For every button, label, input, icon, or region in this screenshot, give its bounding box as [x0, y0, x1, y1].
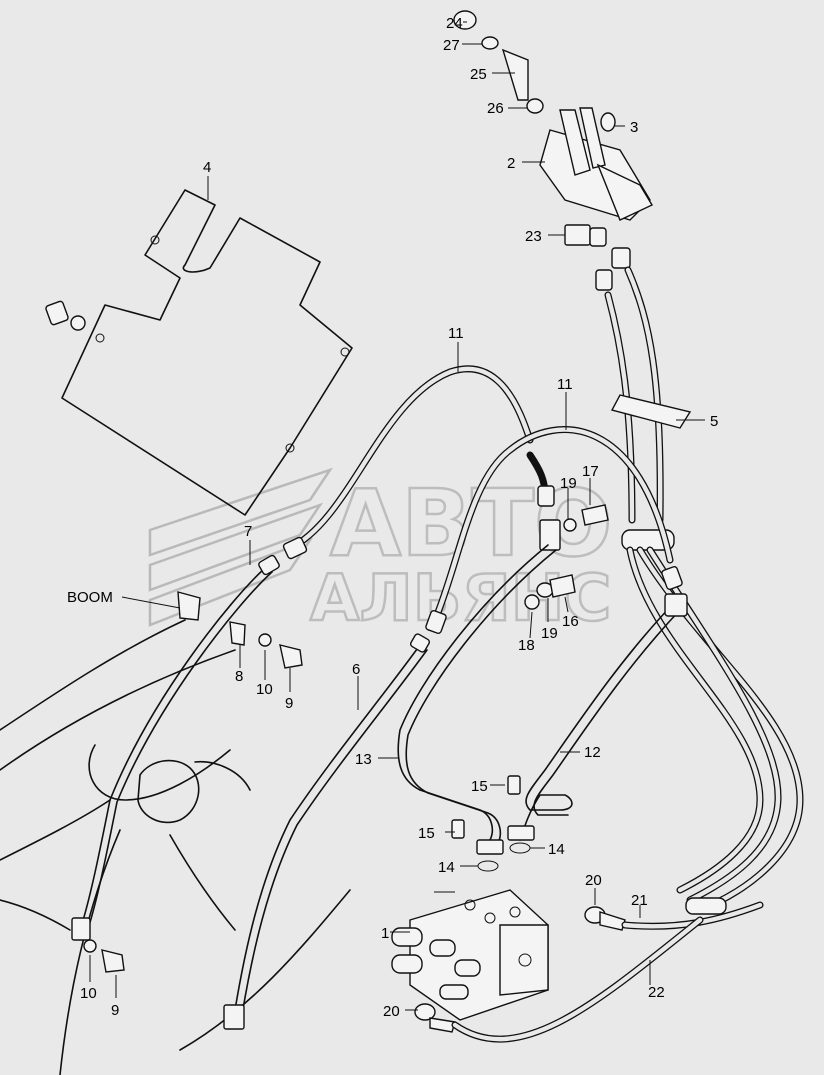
nut: [481, 36, 499, 50]
label-1: 1: [381, 925, 389, 942]
label-4: 4: [203, 159, 211, 176]
watermark-line2: АЛЬЯНС: [310, 562, 611, 636]
label-9-top: 9: [285, 695, 293, 712]
label-22: 22: [648, 984, 665, 1001]
label-8: 8: [235, 668, 243, 685]
hoses-11: [282, 365, 683, 634]
center-fittings: [524, 504, 609, 610]
label-10-bottom: 10: [80, 985, 97, 1002]
label-14-left: 14: [438, 859, 455, 876]
label-24: 24: [446, 15, 463, 32]
pilot-hoses: [604, 266, 804, 914]
pedal-cap: [600, 112, 616, 132]
label-15-top: 15: [471, 778, 488, 795]
hose-clamp-5: [610, 394, 692, 429]
label-6: 6: [352, 661, 360, 678]
label-11-top: 11: [448, 325, 464, 342]
leader-lines: [89, 21, 705, 1011]
cover-plate: [45, 189, 353, 516]
hoses-21-22: [451, 897, 764, 1043]
label-23: 23: [525, 228, 542, 245]
boom-pipes: [71, 554, 303, 973]
pilot-valve-assembly: [453, 10, 653, 291]
label-9-bottom: 9: [111, 1002, 119, 1019]
label-20-bottom: 20: [383, 1003, 400, 1020]
label-2: 2: [507, 155, 515, 172]
control-valve: [391, 889, 626, 1033]
label-7: 7: [244, 523, 252, 540]
label-27: 27: [443, 37, 460, 54]
plate-washer: [70, 315, 86, 331]
block-23: [564, 224, 591, 246]
label-19-top: 19: [560, 475, 577, 492]
label-3: 3: [630, 119, 638, 136]
boom-outline: [0, 619, 351, 1075]
label-11-mid: 11: [557, 376, 573, 393]
label-19-bottom: 19: [541, 625, 558, 642]
label-boom: BOOM: [67, 589, 113, 606]
label-20-top: 20: [585, 872, 602, 889]
label-26: 26: [487, 100, 504, 117]
label-10-top: 10: [256, 681, 273, 698]
tee-block: [539, 519, 561, 551]
label-12: 12: [584, 744, 601, 761]
pipe-6: [223, 633, 431, 1030]
lock-nut: [526, 98, 544, 114]
knob-cap: [453, 10, 477, 30]
label-18: 18: [518, 637, 535, 654]
label-25: 25: [470, 66, 487, 83]
label-15-left: 15: [418, 825, 435, 842]
rubber-boot: [501, 48, 529, 101]
plate-bolt: [45, 300, 69, 326]
label-17: 17: [582, 463, 599, 480]
label-21: 21: [631, 892, 648, 909]
part-labels: 24 27 25 26 3 2 23 4 11 11 5 19 17 7 BOO…: [67, 15, 718, 1020]
label-14-right: 14: [548, 841, 565, 858]
clamp-lower: [71, 917, 91, 941]
pipes-12-13: [397, 544, 688, 872]
label-13: 13: [355, 751, 372, 768]
label-16: 16: [562, 613, 579, 630]
elbow-12: [664, 593, 688, 617]
label-5: 5: [710, 413, 718, 430]
